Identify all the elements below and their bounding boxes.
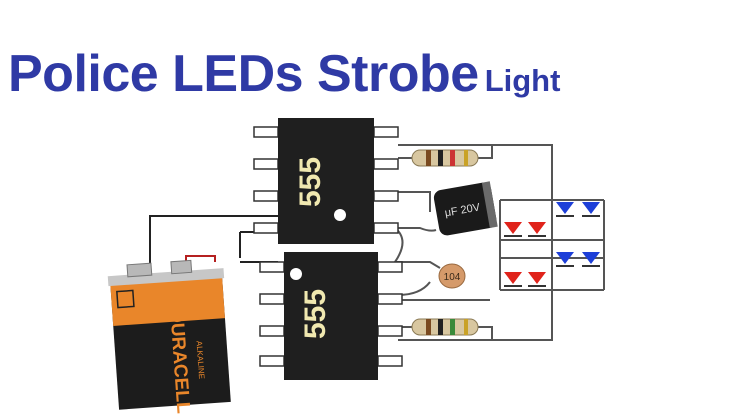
led-blue	[582, 202, 600, 217]
led-red	[504, 222, 522, 237]
led-red	[528, 222, 546, 237]
led-grid	[504, 202, 600, 287]
chip-555-top: 555	[253, 118, 399, 244]
resistor-bottom	[411, 318, 479, 336]
title-suffix: Light	[484, 63, 561, 98]
electrolytic-capacitor: μF 20V	[433, 181, 498, 236]
chip-label-1: 555	[294, 157, 327, 207]
title-main: Police LEDs Strobe	[8, 45, 479, 103]
battery-subtext: ALKALINE	[194, 341, 206, 380]
resistor-top	[411, 149, 479, 167]
battery-9v: DURACELL ALKALINE	[107, 259, 231, 414]
ceramic-capacitor-text: 104	[444, 272, 461, 283]
led-red	[504, 272, 522, 287]
ceramic-capacitor: 104	[438, 263, 466, 289]
chip-label-2: 555	[299, 289, 332, 339]
led-blue	[556, 202, 574, 217]
led-red	[528, 272, 546, 287]
led-blue	[582, 252, 600, 267]
led-blue	[556, 252, 574, 267]
chip-555-bottom: 555	[259, 252, 403, 380]
